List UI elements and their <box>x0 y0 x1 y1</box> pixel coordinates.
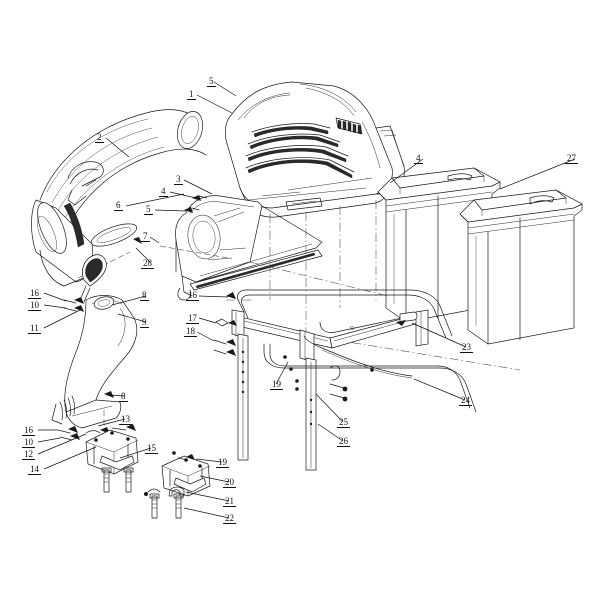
callout-11-handle: 11 <box>28 323 41 334</box>
callout-18-rod: 18 <box>184 326 197 337</box>
collector-bin-right <box>459 189 583 345</box>
callout-22-bolt: 22 <box>223 513 236 524</box>
callout-1-hood: 1 <box>187 89 196 100</box>
mount-bracket-left <box>85 429 139 493</box>
support-frame-hoop <box>213 289 477 471</box>
callout-20-bracket: 20 <box>223 477 236 488</box>
callout-9-boot: 9 <box>140 317 149 328</box>
callout-12-lower: 12 <box>22 449 35 460</box>
callout-leader-lines <box>37 81 576 519</box>
projection-lines <box>159 200 521 371</box>
callout-21-clip: 21 <box>223 496 236 507</box>
callout-2-hose: 2 <box>95 132 104 143</box>
callout-19-frame: 19 <box>270 379 283 390</box>
callout-13-bracket: 13 <box>119 414 132 425</box>
callout-23-rod: 23 <box>460 342 473 353</box>
hood-hinge-detail <box>335 117 363 135</box>
callout-16-hose-left: 16 <box>28 288 41 299</box>
discharge-boot <box>51 254 138 441</box>
blower-hose-assembly <box>31 109 207 287</box>
hopper-cover-hood <box>224 81 405 218</box>
callout-4-bin: 4 <box>414 153 423 164</box>
callout-27-bin: 27 <box>565 153 578 164</box>
callout-5-chute: 5 <box>144 204 153 215</box>
callout-8-lower: 8 <box>119 391 128 402</box>
callout-8-upper: 8 <box>140 290 149 301</box>
callout-14-bracket: 14 <box>28 464 41 475</box>
callout-4-chute: 4 <box>159 186 168 197</box>
mount-bracket-bottom <box>144 451 211 519</box>
callout-26-leg: 26 <box>337 436 350 447</box>
callout-3-chute: 3 <box>174 174 183 185</box>
callout-16-frame: 16 <box>186 290 199 301</box>
callout-24-cable: 24 <box>459 395 472 406</box>
callout-10-hose-left: 10 <box>28 300 41 311</box>
callout-10-lower: 10 <box>22 437 35 448</box>
lift-rod-and-cable <box>303 311 418 379</box>
callout-25-hardware: 25 <box>337 417 350 428</box>
callout-7-screw: 7 <box>141 231 150 242</box>
callout-5-hood: 5 <box>207 76 216 87</box>
callout-15-bolt: 15 <box>145 443 158 454</box>
callout-16-lower: 16 <box>22 425 35 436</box>
chute-inlet-housing <box>175 195 323 301</box>
callout-19-bracket: 19 <box>216 457 229 468</box>
callout-17-pin: 17 <box>186 313 199 324</box>
callout-6-clamp: 6 <box>114 200 123 211</box>
callout-28-gasket: 28 <box>141 258 154 269</box>
